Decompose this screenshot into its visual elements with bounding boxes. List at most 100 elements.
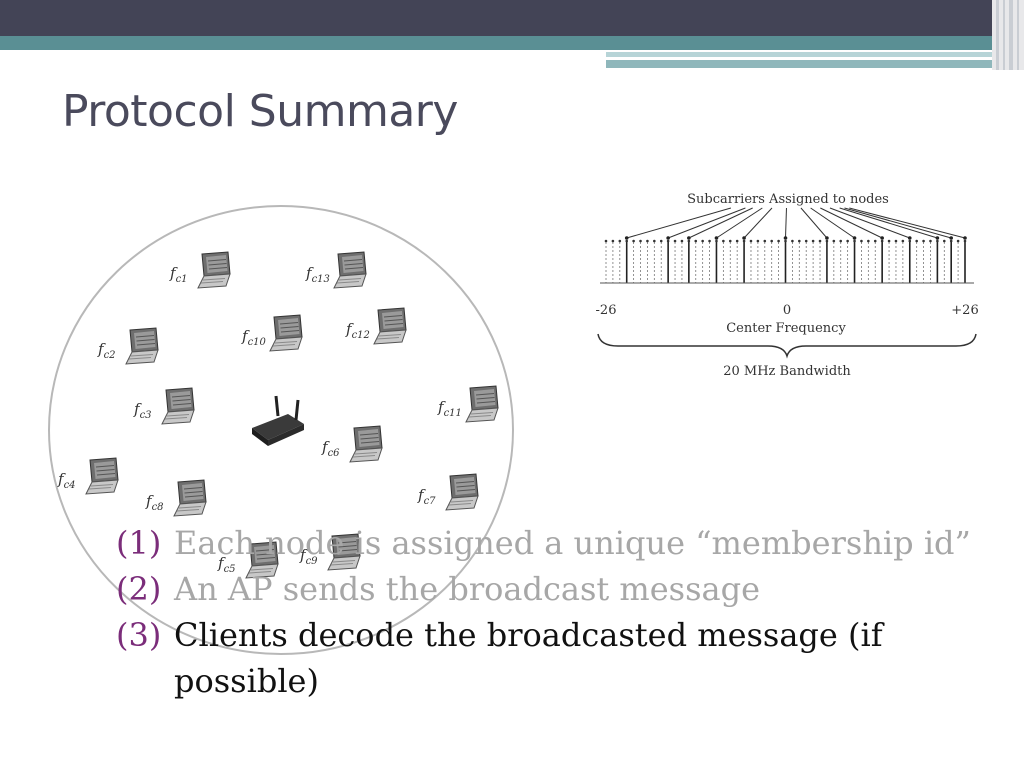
- client-node-c2: fc2: [97, 327, 159, 365]
- arrow-head: [880, 236, 884, 240]
- subcarrier-tip: [791, 239, 794, 243]
- client-node-c9: fc9: [299, 533, 361, 571]
- header-accent-line: [606, 52, 1000, 57]
- subcarrier-tip: [611, 239, 615, 243]
- subcarrier-tip: [701, 239, 704, 243]
- arrow-head: [666, 236, 670, 240]
- node-label: fc13: [305, 264, 330, 285]
- assignment-arrow: [829, 207, 910, 239]
- subcarrier-tip: [825, 239, 829, 243]
- assignment-arrow: [785, 207, 787, 239]
- step-number: (1): [116, 524, 162, 562]
- header-accent-line: [606, 60, 1000, 68]
- bandwidth-label: 20 MHz Bandwidth: [723, 364, 851, 379]
- laptop-icon: [173, 479, 207, 517]
- subcarrier-tip: [846, 239, 849, 243]
- subcarrier-tip: [908, 239, 912, 243]
- subcarrier-tip: [666, 239, 670, 243]
- arrow-head: [714, 236, 719, 240]
- right-subcarrier-label: +26: [951, 303, 978, 318]
- subcarrier-tip: [749, 239, 753, 243]
- assignment-arrow: [800, 207, 828, 239]
- page-title: Protocol Summary: [62, 86, 458, 137]
- client-node-c4: fc4: [57, 457, 119, 495]
- wireless-router-icon: [252, 395, 304, 446]
- protocol-step: (2) An AP sends the broadcast message: [116, 566, 996, 612]
- arrow-head: [963, 236, 967, 240]
- broadcast-range-circle: [48, 205, 514, 655]
- arrow-head: [907, 236, 912, 240]
- step-text: Each node is assigned a unique “membersh…: [174, 524, 971, 562]
- assignment-arrow: [667, 207, 746, 239]
- laptop-icon: [333, 251, 367, 289]
- subcarrier-tip: [770, 239, 773, 243]
- subcarrier-tip: [804, 239, 808, 243]
- client-node-c5: fc5: [217, 541, 279, 579]
- client-node-c10: fc10: [241, 314, 303, 352]
- ofdm-subcarrier-figure: Subcarriers Assigned to nodes -26 0 +26 …: [596, 192, 979, 379]
- subcarrier-tip: [735, 239, 739, 243]
- subcarrier-tip: [942, 239, 946, 243]
- subcarrier-tip: [618, 239, 622, 243]
- subcarrier-tip: [659, 239, 663, 243]
- protocol-steps: (1) Each node is assigned a unique “memb…: [116, 520, 996, 704]
- subcarrier-tip: [922, 239, 925, 243]
- protocol-step: (1) Each node is assigned a unique “memb…: [116, 520, 996, 566]
- bandwidth-brace: [597, 333, 977, 359]
- subcarrier-tip: [880, 239, 884, 243]
- client-node-c13: fc13: [305, 251, 367, 289]
- subcarrier-tip: [873, 239, 877, 243]
- subcarrier-tip: [653, 239, 656, 243]
- header-bar: [0, 0, 1024, 36]
- client-node-c3: fc3: [133, 387, 195, 425]
- node-label: fc6: [321, 438, 340, 459]
- step-text: An AP sends the broadcast message: [174, 570, 761, 608]
- client-node-c11: fc11: [437, 385, 499, 423]
- node-label: fc12: [345, 320, 370, 341]
- client-node-c12: fc12: [345, 307, 407, 345]
- subcarrier-tip: [818, 239, 822, 243]
- arrow-head: [825, 236, 829, 240]
- node-label: fc5: [217, 554, 236, 575]
- left-subcarrier-label: -26: [596, 303, 617, 318]
- subcarrier-heading: Subcarriers Assigned to nodes: [687, 192, 889, 207]
- client-node-c1: fc1: [169, 251, 231, 289]
- client-node-c8: fc8: [145, 479, 207, 517]
- node-label: fc3: [133, 400, 152, 421]
- subcarrier-tip: [867, 239, 870, 243]
- subcarrier-tip: [798, 239, 801, 243]
- subcarrier-tip: [963, 239, 967, 243]
- subcarrier-tip: [777, 239, 780, 243]
- subcarrier-tip: [936, 239, 939, 243]
- step-text: Clients decode the broadcasted message (…: [174, 616, 883, 700]
- subcarrier-tip: [949, 239, 953, 243]
- node-label: fc7: [417, 486, 436, 507]
- node-label: fc9: [299, 546, 318, 567]
- subcarrier-tip: [722, 239, 725, 243]
- arrow-head: [852, 236, 857, 240]
- laptop-icon: [445, 473, 479, 511]
- client-node-c7: fc7: [417, 473, 479, 511]
- subcarrier-tip: [839, 239, 843, 243]
- client-node-c6: fc6: [321, 425, 383, 463]
- subcarrier-tip: [894, 239, 898, 243]
- node-label: fc4: [57, 470, 76, 491]
- arrow-head: [783, 236, 788, 240]
- node-label: fc8: [145, 492, 164, 513]
- laptop-icon: [125, 327, 159, 365]
- subcarrier-tip: [956, 239, 960, 243]
- laptop-icon: [269, 314, 303, 352]
- subcarrier-tip: [929, 239, 932, 243]
- node-label: fc1: [169, 264, 188, 285]
- subcarrier-tip: [784, 239, 787, 243]
- arrow-head: [687, 236, 691, 240]
- laptop-icon: [85, 457, 119, 495]
- step-number: (3): [116, 616, 162, 654]
- subcarrier-tip: [632, 239, 635, 243]
- subcarrier-tip: [708, 239, 711, 243]
- laptop-icon: [349, 425, 383, 463]
- protocol-step: (3) Clients decode the broadcasted messa…: [116, 612, 996, 704]
- laptop-icon: [373, 307, 407, 345]
- subcarrier-tip: [673, 239, 677, 243]
